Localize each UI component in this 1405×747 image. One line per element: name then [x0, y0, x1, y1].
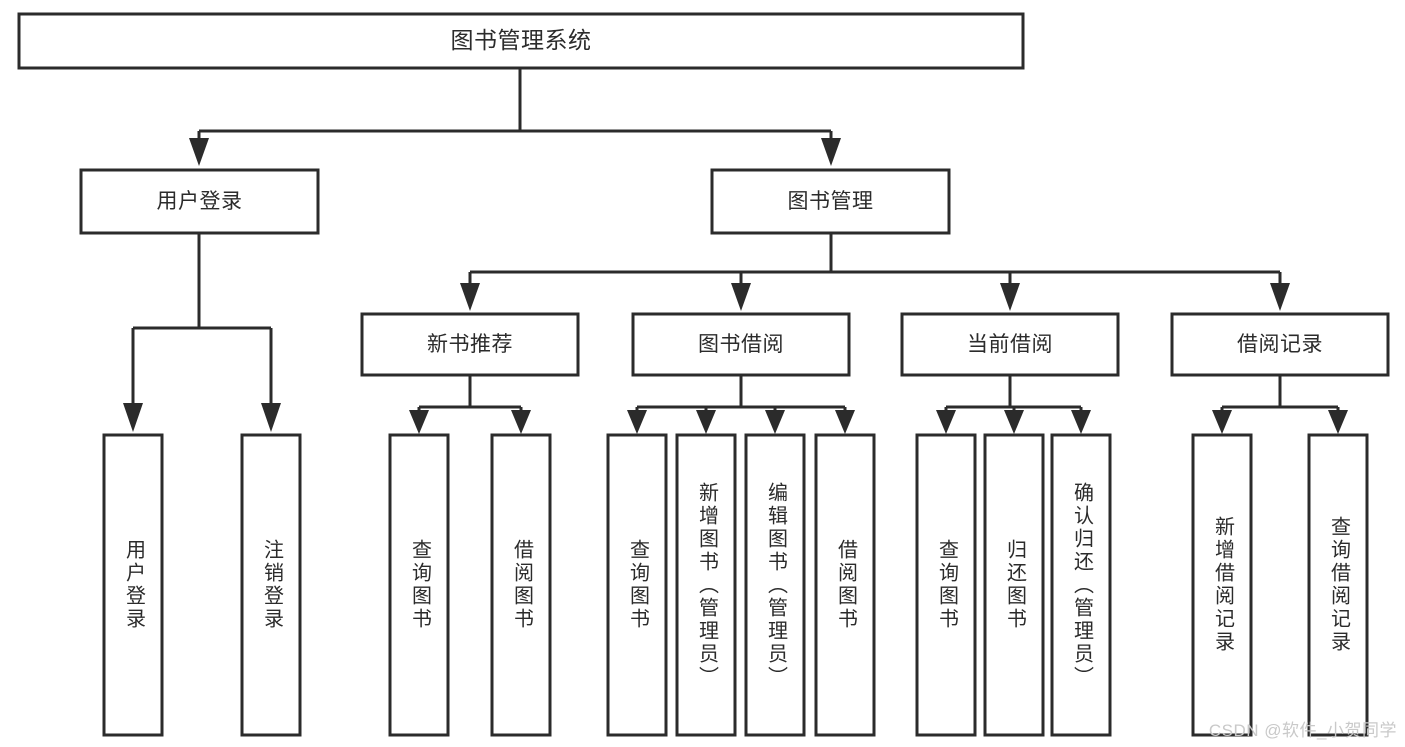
node-box-book-borrow[interactable] — [631, 312, 851, 377]
node-box-user-login[interactable] — [79, 168, 320, 235]
arrow-head-current-borrow — [1000, 283, 1020, 311]
connector-root-to-level1 — [189, 69, 841, 166]
node-box-leaf-bb-edit-book[interactable] — [744, 433, 806, 737]
arrow-head-bb-leaf-3 — [765, 410, 785, 434]
connector-book-manage-to-level2 — [460, 233, 1290, 311]
watermark-text: CSDN @软件_小贺同学 — [1208, 721, 1397, 740]
node-box-leaf-logout[interactable] — [240, 433, 302, 737]
connector-book-borrow-to-leaves — [627, 375, 855, 434]
arrow-head-bb-leaf-1 — [627, 410, 647, 434]
arrow-head-bb-leaf-2 — [696, 410, 716, 434]
arrow-head-leaf-user-login — [123, 403, 143, 432]
node-box-leaf-cb-confirm-return[interactable] — [1050, 433, 1112, 737]
arrow-head-book-borrow — [731, 283, 751, 311]
node-box-leaf-br-query-record[interactable] — [1307, 433, 1369, 737]
node-box-current-borrow[interactable] — [900, 312, 1120, 377]
arrow-head-nbr-leaf-1 — [409, 410, 429, 434]
node-box-leaf-user-login[interactable] — [102, 433, 164, 737]
node-box-borrow-record[interactable] — [1170, 312, 1390, 377]
node-box-root[interactable] — [17, 12, 1025, 70]
arrow-head-new-book-recommend — [460, 283, 480, 311]
arrow-head-nbr-leaf-2 — [511, 410, 531, 434]
node-box-leaf-cb-query-book[interactable] — [915, 433, 977, 737]
node-box-leaf-nbr-borrow-book[interactable] — [490, 433, 552, 737]
connector-user-login-to-leaves — [123, 233, 281, 432]
arrow-head-cb-leaf-3 — [1071, 410, 1091, 434]
node-box-leaf-br-add-record[interactable] — [1191, 433, 1253, 737]
connector-borrow-record-to-leaves — [1212, 375, 1348, 434]
node-box-new-book-recommend[interactable] — [360, 312, 580, 377]
connector-current-borrow-to-leaves — [936, 375, 1091, 434]
arrow-head-cb-leaf-1 — [936, 410, 956, 434]
node-box-book-manage[interactable] — [710, 168, 951, 235]
arrow-head-cb-leaf-2 — [1004, 410, 1024, 434]
arrow-head-user-login — [189, 138, 209, 166]
arrow-head-br-leaf-1 — [1212, 410, 1232, 434]
arrow-head-leaf-logout — [261, 403, 281, 432]
arrow-head-br-leaf-2 — [1328, 410, 1348, 434]
node-box-leaf-nbr-query-book[interactable] — [388, 433, 450, 737]
arrow-head-book-manage — [821, 138, 841, 166]
arrow-head-bb-leaf-4 — [835, 410, 855, 434]
connector-new-book-recommend-to-leaves — [409, 375, 531, 434]
node-box-leaf-bb-add-book[interactable] — [675, 433, 737, 737]
node-box-leaf-cb-return-book[interactable] — [983, 433, 1045, 737]
node-box-leaf-bb-query-book[interactable] — [606, 433, 668, 737]
arrow-head-borrow-record — [1270, 283, 1290, 311]
node-box-leaf-bb-borrow-book[interactable] — [814, 433, 876, 737]
